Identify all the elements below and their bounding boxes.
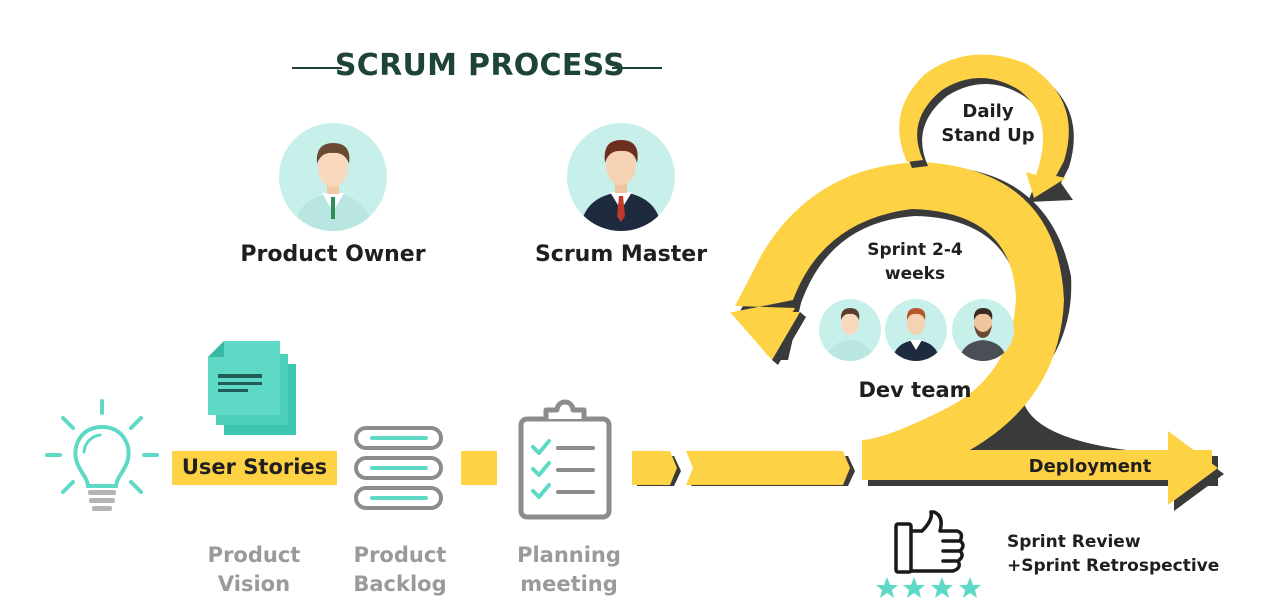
star-icon — [876, 577, 898, 598]
product-backlog-line-1: Product — [353, 543, 447, 567]
daily-standup-arrow — [899, 54, 1074, 202]
product-vision-label: Product Vision — [184, 541, 324, 599]
product-backlog-line-2: Backlog — [353, 572, 447, 596]
star-icon — [903, 577, 925, 598]
daily-standup-line-1: Daily — [962, 101, 1014, 122]
lightbulb-icon — [45, 399, 159, 511]
dev-team-avatars — [819, 299, 1014, 361]
product-vision-line-2: Vision — [217, 572, 291, 596]
star-icon — [959, 577, 981, 598]
planning-meeting-line-2: meeting — [520, 572, 618, 596]
sprint-line-2: weeks — [884, 264, 946, 284]
dev-team-label: Dev team — [858, 378, 972, 402]
sprint-cycle-arrow — [730, 162, 1224, 511]
planning-meeting-line-1: Planning — [517, 543, 621, 567]
scrum-master-label: Scrum Master — [534, 242, 708, 267]
user-stories-label: User Stories — [181, 455, 328, 479]
product-vision-line-1: Product — [207, 543, 301, 567]
sprint-review-line-2: +Sprint Retrospective — [1007, 556, 1220, 576]
dev-avatar-1 — [819, 299, 881, 361]
sprint-line-1: Sprint 2-4 — [867, 240, 963, 260]
dev-avatar-3 — [952, 299, 1014, 361]
scrum-master-avatar — [567, 123, 675, 231]
backlog-connector-band — [461, 451, 497, 485]
planning-clipboard-icon — [518, 399, 612, 520]
product-owner-avatar — [279, 123, 387, 231]
product-backlog-label: Product Backlog — [330, 541, 470, 599]
daily-standup-line-2: Stand Up — [941, 125, 1035, 146]
user-stories-documents-icon — [208, 341, 296, 435]
product-backlog-icon — [354, 426, 443, 510]
daily-standup-label: Daily Stand Up — [923, 100, 1053, 148]
star-icon — [931, 577, 953, 598]
sprint-review-label: Sprint Review +Sprint Retrospective — [1007, 530, 1257, 578]
page-title: SCRUM PROCESS — [334, 48, 626, 83]
dev-avatar-2 — [885, 299, 947, 361]
planning-meeting-label: Planning meeting — [494, 541, 644, 599]
product-owner-label: Product Owner — [240, 242, 426, 267]
user-stories-band — [172, 451, 337, 485]
sprint-review-line-1: Sprint Review — [1007, 532, 1141, 552]
sprint-duration-label: Sprint 2-4 weeks — [850, 238, 980, 286]
thumbs-up-icon — [894, 510, 965, 574]
flow-chevrons — [632, 451, 855, 486]
deployment-label: Deployment — [1028, 456, 1152, 477]
rating-stars — [876, 577, 981, 598]
